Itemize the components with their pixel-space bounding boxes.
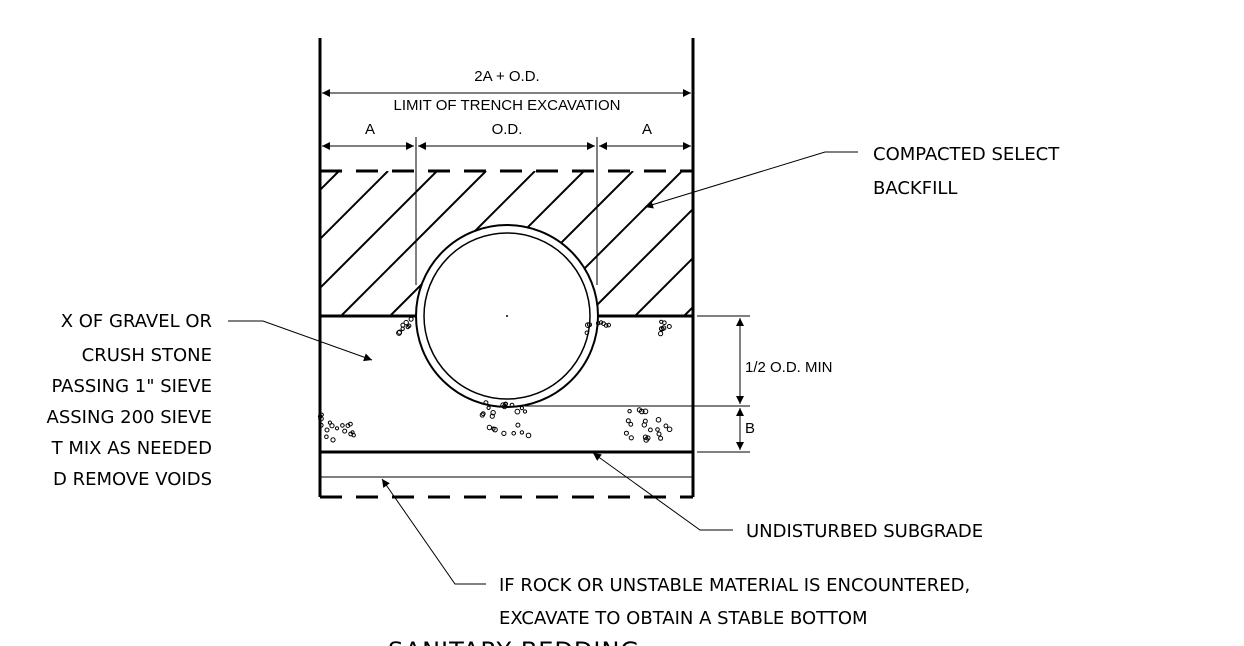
gravel-particle xyxy=(666,324,672,329)
gravel-particle xyxy=(483,400,489,406)
gravel-particle xyxy=(585,322,591,329)
bedding-note-line6: D REMOVE VOIDS xyxy=(53,469,212,490)
hatch-line xyxy=(320,171,389,241)
gravel-particle xyxy=(348,421,353,427)
gravel-particle xyxy=(480,411,486,417)
gravel-particle xyxy=(486,424,493,431)
hatch-line xyxy=(340,171,487,316)
backfill-leader xyxy=(644,151,858,209)
gravel-particle xyxy=(503,401,508,407)
gravel-particle xyxy=(603,323,609,328)
gravel-particle xyxy=(658,435,664,441)
gravel-particle xyxy=(522,409,528,414)
gravel-particle xyxy=(515,422,521,428)
gravel-particle xyxy=(342,428,348,434)
gravel-particle xyxy=(525,432,532,439)
gravel-particle xyxy=(641,422,647,428)
gravel-particle xyxy=(628,421,634,427)
gravel-particle xyxy=(642,434,649,440)
gravel-particle xyxy=(334,426,340,431)
gravel-particle xyxy=(492,426,498,433)
hatch-line xyxy=(320,171,340,192)
gravel-particle xyxy=(587,322,592,328)
gravel-particle xyxy=(511,431,517,436)
bedding-note-line3: PASSING 1" SIEVE xyxy=(51,376,212,397)
gravel-particle xyxy=(584,330,590,336)
gravel-particle xyxy=(509,402,515,408)
gravel-particle xyxy=(501,430,507,436)
gravel-particle xyxy=(490,410,496,416)
gravel-particle xyxy=(408,316,414,322)
gravel-particle xyxy=(636,407,643,413)
gravel-particle xyxy=(659,319,664,324)
detail-title: SANITARY BEDDING xyxy=(388,637,640,646)
subgrade-note: UNDISTURBED SUBGRADE xyxy=(746,521,983,542)
dim-a-left-label: A xyxy=(365,121,375,138)
hatch-line xyxy=(145,171,290,316)
hatch-line xyxy=(634,256,693,316)
bedding-note-line5: T MIX AS NEEDED xyxy=(51,438,212,459)
dim-overall-label: 2A + O.D. xyxy=(474,68,539,85)
gravel-particle xyxy=(648,427,653,433)
bedding-note-line1: X OF GRAVEL OR xyxy=(61,311,212,332)
bedding-note-line2: CRUSH STONE xyxy=(82,345,212,366)
gravel-particle xyxy=(514,408,521,415)
gravel-particle xyxy=(407,323,412,328)
gravel-particle xyxy=(396,330,402,336)
gravel-particle xyxy=(606,322,612,328)
gravel-particle xyxy=(666,426,673,433)
gravel-particle xyxy=(625,418,631,424)
gravel-particle xyxy=(479,412,485,418)
pipe-center xyxy=(506,315,508,317)
gravel-particle xyxy=(642,408,649,415)
gravel-particle xyxy=(519,430,525,435)
rock-note-line1: IF ROCK OR UNSTABLE MATERIAL IS ENCOUNTE… xyxy=(499,575,970,596)
gravel-particle xyxy=(486,405,491,410)
backfill-note-line2: BACKFILL xyxy=(873,178,957,199)
gravel-particle xyxy=(627,409,632,414)
gravel-particle xyxy=(318,422,324,428)
dim-haunch-label: 1/2 O.D. MIN xyxy=(745,359,833,376)
gravel-particle xyxy=(658,326,664,332)
gravel-particle xyxy=(519,406,525,411)
gravel-particle xyxy=(595,321,601,326)
dim-a-right-label: A xyxy=(642,121,652,138)
hatch-line xyxy=(585,207,693,316)
gravel-particle xyxy=(318,415,324,422)
rock-leader xyxy=(381,478,486,585)
dim-od-label: O.D. xyxy=(492,121,523,138)
gravel-particles xyxy=(317,316,673,443)
gravel-particle xyxy=(655,427,660,432)
gravel-particle xyxy=(317,414,323,419)
hatch-line xyxy=(683,305,693,316)
gravel-particle xyxy=(340,423,345,428)
gravel-particle xyxy=(501,403,508,410)
hatch-line xyxy=(320,171,438,290)
dim-bedding-label: B xyxy=(745,420,755,437)
subgrade-leader xyxy=(592,452,733,531)
gravel-particle xyxy=(330,437,336,443)
gravel-particle xyxy=(329,423,335,429)
gravel-particle xyxy=(403,319,409,326)
gravel-particle xyxy=(658,331,664,337)
gravel-particle xyxy=(655,417,662,423)
gravel-particle xyxy=(656,431,662,437)
gravel-particle xyxy=(327,420,332,425)
gravel-particle xyxy=(400,326,405,331)
dim-limit-label: LIMIT OF TRENCH EXCAVATION xyxy=(394,97,621,114)
gravel-particle xyxy=(643,437,650,443)
gravel-particle xyxy=(348,431,354,437)
rock-note-line2: EXCAVATE TO OBTAIN A STABLE BOTTOM xyxy=(499,608,868,629)
gravel-particle xyxy=(489,413,495,419)
gravel-particle xyxy=(663,423,669,429)
gravel-particle xyxy=(623,430,629,436)
gravel-particle xyxy=(324,434,329,440)
bedding-note-line4: ASSING 200 SIEVE xyxy=(47,407,212,428)
backfill-note-line1: COMPACTED SELECT xyxy=(873,144,1060,165)
gravel-particle xyxy=(628,435,634,441)
gravel-particle xyxy=(324,427,330,433)
bedding-mix-leader xyxy=(228,320,373,362)
